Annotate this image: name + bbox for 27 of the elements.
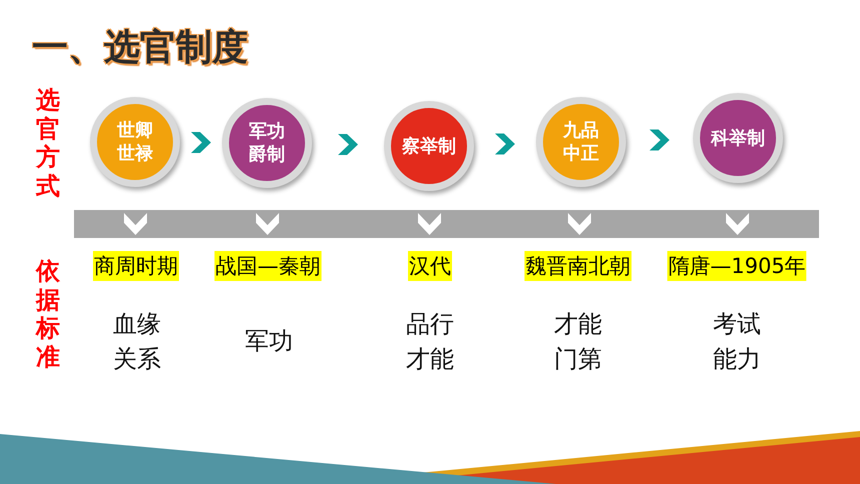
period-label: 魏晋南北朝 xyxy=(524,251,632,281)
chevron-arrow xyxy=(124,213,147,235)
slide-title: 一、选官制度 xyxy=(32,26,248,70)
side-heading: 依据标准 xyxy=(35,257,61,371)
criteria-text: 考试能力 xyxy=(712,309,762,375)
stage-circle: 世卿世禄 xyxy=(90,97,180,187)
criteria-text: 军功 xyxy=(244,326,294,357)
chevron-arrow xyxy=(495,134,515,154)
chevron-arrow xyxy=(256,213,279,235)
chevron-arrow xyxy=(650,130,670,150)
criteria-text: 血缘关系 xyxy=(112,309,162,375)
criteria-text: 才能门第 xyxy=(553,309,603,375)
chevron-arrow xyxy=(338,134,358,155)
criteria-text: 品行才能 xyxy=(405,309,455,375)
period-label: 隋唐—1905年 xyxy=(667,251,807,281)
period-label: 汉代 xyxy=(408,251,452,281)
chevron-arrow xyxy=(568,213,591,235)
stage-circle: 九品中正 xyxy=(536,97,626,187)
stage-circle: 科举制 xyxy=(693,93,783,183)
stage-circle: 军功爵制 xyxy=(222,98,312,188)
chevron-arrow xyxy=(191,132,211,153)
period-label: 商周时期 xyxy=(93,251,179,281)
side-heading: 选官方式 xyxy=(35,86,61,200)
chevron-arrow xyxy=(418,213,441,235)
period-label: 战国—秦朝 xyxy=(214,251,322,281)
chevron-arrow xyxy=(726,213,749,235)
stage-circle: 察举制 xyxy=(384,101,474,191)
